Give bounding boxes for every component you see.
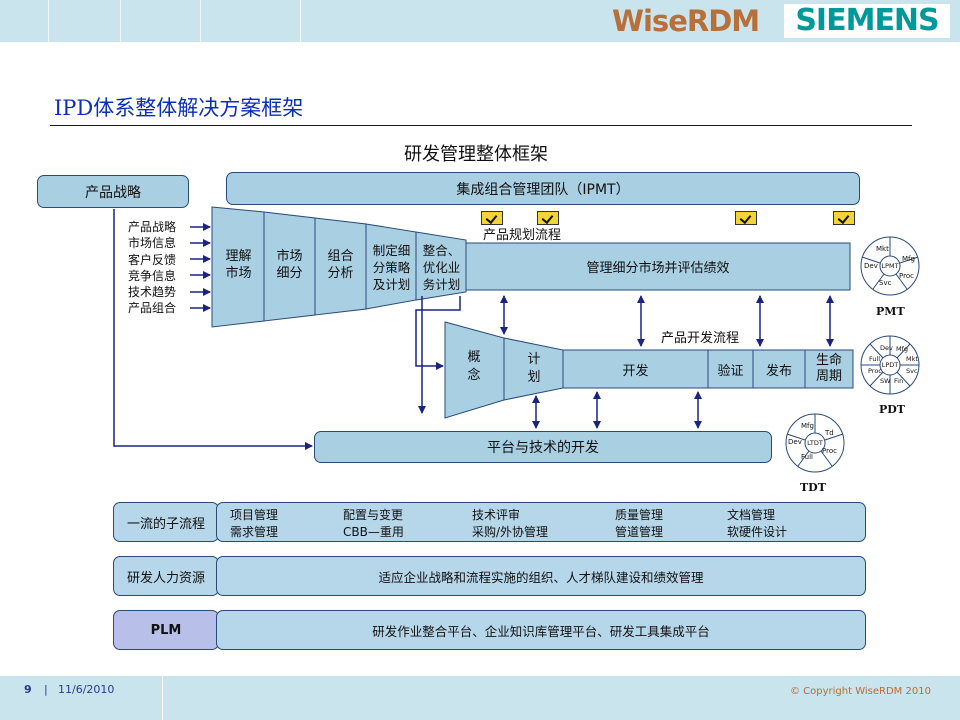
header-divider — [120, 0, 121, 42]
input-label: 技术趋势 — [128, 285, 177, 300]
page-title: IPD体系整体解决方案框架 — [54, 96, 304, 120]
portfolio-bar-label: 管理细分市场并评估绩效 — [586, 261, 730, 276]
hr-row-text: 适应企业战略和流程实施的组织、人才梯队建设和绩效管理 — [216, 556, 866, 596]
subprocess-item: 软硬件设计 — [727, 525, 788, 539]
dev-step-shape — [707, 349, 754, 389]
tdt-label: TDT — [800, 481, 826, 494]
pmt-segment: Mkt — [876, 245, 889, 253]
pdt-segment: Fin — [894, 377, 904, 385]
dev-step-label: 计 划 — [527, 352, 541, 385]
portfolio-bar-shape — [465, 242, 851, 291]
strategy-to-platform-arrow — [113, 209, 313, 450]
development-funnel — [444, 321, 854, 419]
input-label: 产品战略 — [128, 220, 177, 234]
wiserdm-logo: WiseRDM — [612, 4, 760, 38]
planning-funnel — [211, 206, 851, 328]
subprocess-row-body: 项目管理 配置与变更 技术评审 质量管理 文档管理 需求管理 CBB—重用 采购… — [216, 502, 866, 542]
pmt-wheel — [860, 236, 920, 296]
footer-date: 11/6/2010 — [58, 683, 115, 696]
subprocess-item: 管道管理 — [615, 525, 664, 539]
pmt-segment: Dev — [864, 262, 878, 270]
tdt-wheel — [785, 413, 845, 473]
plm-row-label: PLM — [113, 610, 219, 650]
funnel-to-dev-arrow — [415, 296, 461, 370]
siemens-logo: SIEMENS — [784, 4, 950, 38]
subprocess-item: 文档管理 — [727, 508, 776, 522]
check-icon — [537, 211, 559, 225]
tdt-segment: Td — [825, 429, 834, 437]
input-label: 竞争信息 — [128, 268, 177, 283]
tdt-segment: Mfg — [801, 422, 814, 430]
dev-step-label: 发布 — [765, 363, 792, 379]
pdt-segment: Dev — [880, 344, 893, 352]
subprocess-item: 项目管理 — [230, 508, 279, 522]
pmt-segment: Svc — [879, 279, 892, 287]
tdt-segment: Dev — [788, 438, 802, 446]
dev-step-label: 概 念 — [467, 350, 481, 383]
pmt-segment: Proc — [899, 272, 914, 280]
funnel-step-label: 制定细 分策略 及计划 — [372, 242, 411, 292]
subprocess-item: 配置与变更 — [343, 508, 404, 522]
input-label: 市场信息 — [128, 236, 177, 251]
title-underline — [50, 125, 912, 126]
pdt-segment: Mfg — [896, 345, 909, 353]
footer-band — [0, 676, 960, 720]
ipmt-box: 集成组合管理团队（IPMT） — [226, 172, 860, 205]
tdt-segment: Full — [801, 453, 813, 461]
funnel-step-label: 市场 细分 — [276, 249, 303, 281]
footer-divider — [162, 676, 163, 720]
hr-row-label: 研发人力资源 — [113, 556, 219, 596]
header-divider — [300, 0, 301, 42]
plm-row-text: 研发作业整合平台、企业知识库管理平台、研发工具集成平台 — [216, 610, 866, 650]
subprocess-item: 需求管理 — [230, 525, 279, 539]
input-arrows — [190, 223, 211, 312]
funnel-step-label: 理解 市场 — [225, 249, 252, 281]
pdt-segment: Mkt — [906, 355, 918, 363]
inputs-list: 产品战略 市场信息 客户反馈 竞争信息 技术趋势 产品组合 — [128, 219, 176, 317]
pdt-wheel — [860, 335, 920, 395]
planning-flow-label: 产品规划流程 — [483, 228, 562, 243]
product-strategy-box: 产品战略 — [37, 175, 189, 208]
connector-arrows — [113, 209, 834, 450]
pdt-center: LPDT — [881, 361, 899, 369]
dev-step-shape — [752, 349, 806, 389]
footer-separator: | — [44, 683, 48, 696]
dev-step-label: 开发 — [622, 363, 649, 379]
input-label: 客户反馈 — [128, 252, 177, 267]
tdt-segment: Proc — [822, 447, 837, 455]
page-number: 9 — [24, 683, 32, 696]
funnel-step-label: 组合 分析 — [327, 249, 354, 281]
footer-copyright: © Copyright WiseRDM 2010 — [790, 686, 931, 697]
dev-step-label: 生命 周期 — [815, 353, 842, 384]
tdt-center: LTDT — [807, 439, 823, 447]
dev-step-shape — [804, 349, 854, 389]
subprocess-item: 技术评审 — [472, 508, 521, 522]
header-divider — [48, 0, 49, 42]
subprocess-item: 质量管理 — [615, 508, 664, 522]
pdt-segment: SW — [880, 377, 891, 385]
check-icon — [481, 211, 503, 225]
pdt-segment: Svc — [906, 367, 918, 375]
platform-box: 平台与技术的开发 — [314, 431, 772, 463]
pdt-label: PDT — [879, 403, 905, 416]
header-divider — [200, 0, 201, 42]
funnel-step-shape — [415, 231, 467, 301]
subprocess-item: CBB—重用 — [343, 525, 404, 539]
development-flow-label: 产品开发流程 — [661, 331, 740, 346]
pdt-segment: Full — [869, 355, 881, 363]
pmt-segment: Mfg — [902, 255, 915, 263]
pdt-segment: Proc — [868, 367, 882, 375]
pmt-label: PMT — [876, 305, 905, 318]
subprocess-item: 采购/外协管理 — [472, 525, 549, 539]
check-icon — [833, 211, 855, 225]
subprocess-row-label: 一流的子流程 — [113, 502, 219, 542]
dev-step-label: 验证 — [717, 363, 744, 379]
diagram-title: 研发管理整体框架 — [404, 144, 548, 165]
pmt-center: LPMT — [881, 262, 899, 270]
funnel-step-label: 整合、 优化业 务计划 — [422, 242, 461, 292]
input-label: 产品组合 — [128, 301, 177, 316]
check-icon — [735, 211, 757, 225]
